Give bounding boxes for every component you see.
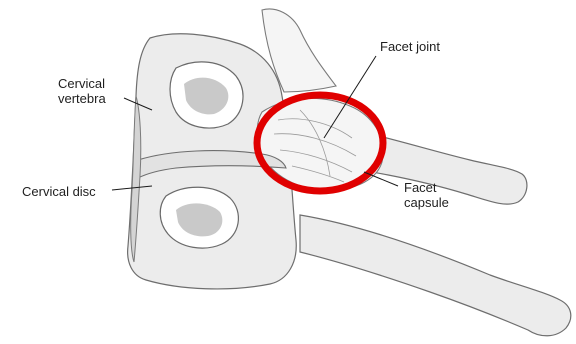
lower-spinous-process [300,215,571,336]
label-cervical-vertebra: Cervical vertebra [58,76,106,106]
label-cervical-disc: Cervical disc [22,184,96,199]
label-facet-joint: Facet joint [380,39,440,54]
label-facet-capsule: Facet capsule [404,180,449,210]
